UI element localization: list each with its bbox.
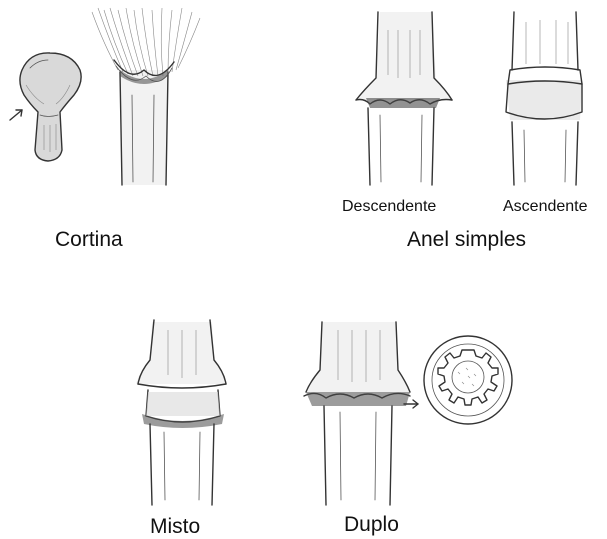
pointer-arrow [10,110,22,120]
double-ring-illustration [304,322,410,505]
label-ascendente: Ascendente [503,198,588,216]
label-misto: Misto [150,515,200,539]
label-anel-simples: Anel simples [407,228,526,252]
descending-ring-illustration [356,12,452,185]
young-mushroom-illustration [20,53,81,161]
label-descendente: Descendente [342,198,436,216]
label-cortina: Cortina [55,228,123,252]
ascending-ring-illustration [506,12,582,185]
ring-cross-section-illustration [424,336,512,424]
cortina-stipe-illustration [92,8,200,185]
mixed-ring-illustration [136,320,226,505]
label-duplo: Duplo [344,513,399,537]
